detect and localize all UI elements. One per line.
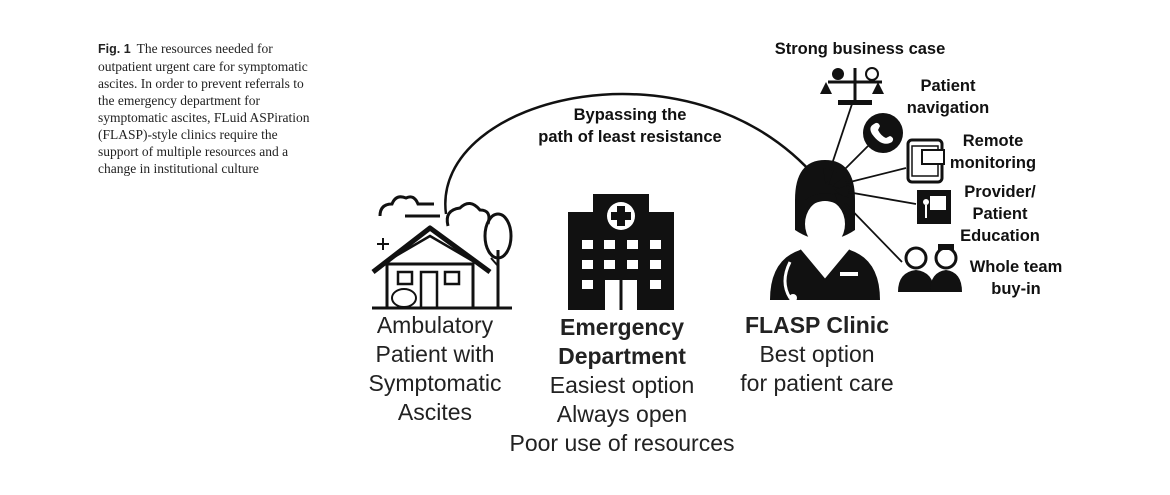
bypass-label: Bypassing the path of least resistance bbox=[538, 106, 722, 146]
patient-label: Ambulatory Patient with Symptomatic Asci… bbox=[368, 312, 502, 425]
education-icon bbox=[917, 190, 951, 224]
hospital-icon bbox=[568, 194, 674, 310]
doctor-icon bbox=[770, 160, 880, 302]
house-icon bbox=[371, 195, 513, 310]
team-icon bbox=[898, 244, 962, 292]
remote-monitoring-label: Remote monitoring bbox=[949, 132, 1037, 172]
emergency-title-line1: Emergency bbox=[559, 314, 684, 340]
caption-text: The resources needed for outpatient urge… bbox=[98, 41, 310, 176]
figure-label: Fig. 1 bbox=[98, 42, 131, 56]
bypass-arc-arrow bbox=[444, 92, 827, 215]
emergency-label: Emergency Department Easiest option Alwa… bbox=[490, 313, 754, 458]
phone-icon bbox=[863, 113, 903, 153]
clinic-title: FLASP Clinic bbox=[745, 312, 889, 338]
scale-icon bbox=[820, 67, 884, 105]
navigation-label: Patient navigation bbox=[906, 77, 990, 117]
remote-monitoring-icon bbox=[906, 138, 945, 184]
emergency-title-line2: Department bbox=[558, 343, 686, 369]
business-case-label: Strong business case bbox=[774, 40, 946, 58]
clinic-label: FLASP Clinic Best option for patient car… bbox=[722, 311, 912, 398]
resource-arrows bbox=[823, 103, 917, 263]
team-buyin-label: Whole team buy-in bbox=[969, 258, 1063, 298]
education-label: Provider/ Patient Education bbox=[960, 183, 1040, 245]
